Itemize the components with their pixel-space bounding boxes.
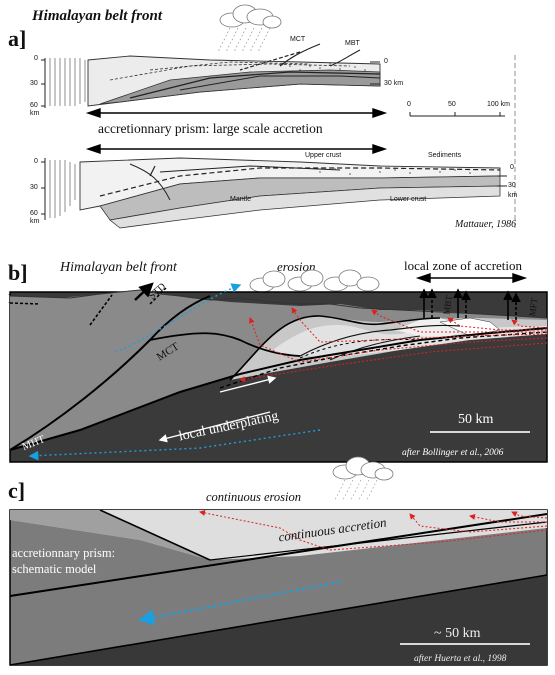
accretion-arrow-a xyxy=(85,108,388,118)
accretion-arrow-a2 xyxy=(85,144,388,154)
panel-c-label: c] xyxy=(8,478,26,503)
cloud-icon-c xyxy=(332,456,394,481)
continuous-erosion-label: continuous erosion xyxy=(206,490,302,504)
panel-a-sketch xyxy=(41,4,516,229)
lower-crust-label: Lower crust xyxy=(390,196,427,203)
mbt-label-a: MBT xyxy=(345,40,360,47)
panel-a-label: a] xyxy=(8,26,27,51)
right-depth-b30: 30 xyxy=(508,182,516,189)
depth-unit-top: km xyxy=(30,110,40,117)
panel-b-title: Himalayan belt front xyxy=(60,260,177,275)
depth-tick-60: 60 xyxy=(30,102,38,109)
scale-label-b: 50 km xyxy=(458,412,494,427)
depth-tick-b30: 30 xyxy=(30,184,38,191)
cloud-icon-b xyxy=(249,269,380,293)
credit-c: after Huerta et al., 1998 xyxy=(414,654,507,664)
depth-tick-0: 0 xyxy=(34,55,38,62)
mantle-label: Mantle xyxy=(230,196,252,203)
accretion-zone-label: local zone of accretion xyxy=(404,258,523,273)
depth-unit-bottom: km xyxy=(30,218,40,225)
credit-b: after Bollinger et al., 2006 xyxy=(402,448,504,458)
scale-label-c: ~ 50 km xyxy=(434,626,481,641)
scale-100: 100 km xyxy=(487,101,510,108)
model-label-line2: schematic model xyxy=(12,562,97,576)
panel-b-label: b] xyxy=(8,260,28,285)
credit-a: Mattauer, 1986 xyxy=(455,219,517,230)
right-depth-b0: 0 xyxy=(510,164,514,171)
scale-0: 0 xyxy=(407,101,411,108)
cloud-icon-a xyxy=(219,4,282,29)
erosion-label-b: erosion xyxy=(277,259,316,274)
right-depth-0: 0 xyxy=(384,58,388,65)
mct-label-a: MCT xyxy=(290,36,306,43)
upper-crust-label: Upper crust xyxy=(305,152,342,159)
right-depth-30: 30 km xyxy=(384,80,404,87)
arrow-caption-a: accretionnary prism: large scale accreti… xyxy=(98,121,323,136)
depth-tick-b60: 60 xyxy=(30,210,38,217)
model-label-line1: accretionnary prism: xyxy=(12,546,116,560)
scale-50: 50 xyxy=(448,101,456,108)
depth-tick-30: 30 xyxy=(30,80,38,87)
right-depth-bkm: km xyxy=(508,192,518,199)
panel-a-title: Himalayan belt front xyxy=(32,8,163,24)
sediments-label: Sediments xyxy=(428,152,462,159)
depth-tick-b0: 0 xyxy=(34,158,38,165)
